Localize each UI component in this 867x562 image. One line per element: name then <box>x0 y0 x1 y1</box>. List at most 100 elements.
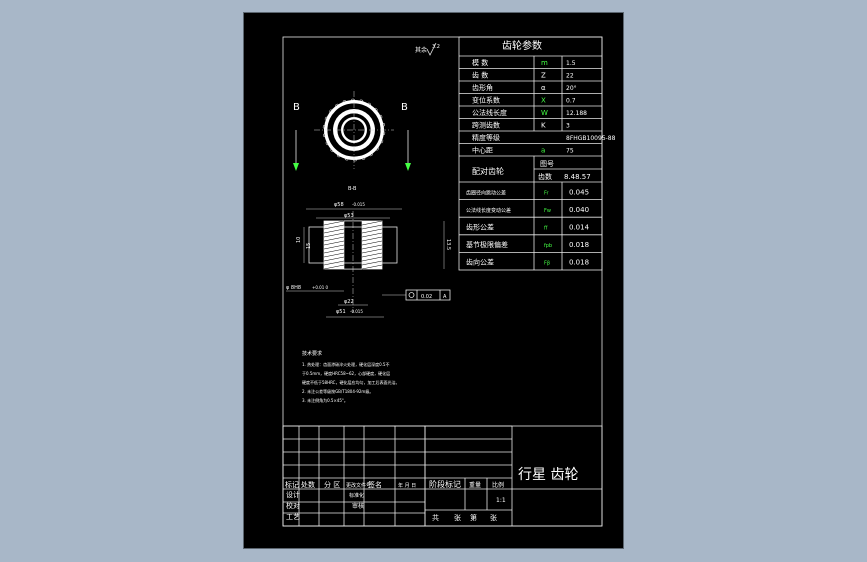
tol-name: 齿形公差 <box>466 223 494 232</box>
sheet-total-label: 共 <box>432 513 439 522</box>
hatch-line <box>323 240 345 246</box>
hatch-line <box>323 236 345 242</box>
tol-symbol: Fw <box>544 208 551 214</box>
dim-inner-dia: φ53 <box>344 213 354 219</box>
section-mark-left: B <box>293 102 300 113</box>
label-process: 工艺 <box>286 513 300 521</box>
dim-bore-label: φ 8H8 <box>286 285 301 291</box>
hatch-line <box>361 220 383 226</box>
tech-line-4: 2. 未注公差等级按GB/T1804-92m级。 <box>302 388 373 394</box>
tol-symbol: ff <box>544 226 548 232</box>
scale-value: 1:1 <box>496 497 506 504</box>
param-symbol: a <box>541 147 545 155</box>
drawing-sheet: 其余 3.2 B B B-B φ58 -0.015 φ53 13.5 10 15… <box>243 12 624 549</box>
tol-symbol: Fr <box>544 190 550 196</box>
dim-bottom-outer: φ51 <box>336 309 346 315</box>
hatch-line <box>361 240 383 246</box>
roughness-label: 其余 <box>415 46 427 54</box>
param-name: 跨测齿数 <box>472 121 500 130</box>
hatch-line <box>361 260 383 266</box>
tech-requirements: 技术要求 1. 热处理：齿面渗碳淬火处理，硬化层深度0.5不 于0.5mm，硬度… <box>302 350 399 403</box>
hatch-line <box>323 252 345 258</box>
runout-datum: A <box>443 294 447 300</box>
param-table-title: 齿轮参数 <box>502 39 542 52</box>
title-header: 分 区 <box>324 480 340 489</box>
tech-line-3: 硬度不低于58HRC，硬化层应均匀，加工后表面光洁。 <box>302 379 399 385</box>
title-header: 更改文件号 <box>346 482 371 489</box>
tol-value: 0.018 <box>569 241 589 249</box>
hatch-line <box>323 264 345 270</box>
tol-value: 0.018 <box>569 259 589 267</box>
title-header: 处数 <box>301 480 315 489</box>
tol-name: 齿圈径向跳动公差 <box>466 189 506 196</box>
hatch-line <box>323 220 345 226</box>
hatch-line <box>323 248 345 254</box>
hatch-line <box>361 236 383 242</box>
hatch-line <box>323 256 345 262</box>
tol-value: 0.014 <box>569 224 590 232</box>
param-value: 3 <box>566 123 570 130</box>
dim-bottom-tol: -0.015 <box>350 309 363 314</box>
tol-value: 0.040 <box>569 206 589 214</box>
drawing-border <box>282 36 603 527</box>
param-symbol: W <box>541 109 548 117</box>
mate-drawing-no: 图号 <box>540 160 554 168</box>
param-value: 0.7 <box>566 98 576 105</box>
title-block: 行星 齿轮 标记处数分 区更改文件号签名年 月 日 设计 校对 工艺 标准化 审… <box>282 425 603 527</box>
gear-teeth <box>322 98 386 162</box>
gear-top-view <box>314 91 394 169</box>
label-design: 设计 <box>286 490 300 499</box>
param-name: 精度等级 <box>472 133 500 142</box>
param-name: 公法线长度 <box>472 108 507 117</box>
param-name: 模 数 <box>472 58 488 67</box>
hatch-line <box>323 228 345 234</box>
label-check: 校对 <box>286 501 300 510</box>
hatch-line <box>323 244 345 250</box>
title-header: 年 月 日 <box>398 482 416 489</box>
param-symbol: Z <box>541 72 546 80</box>
hatch-line <box>361 224 383 230</box>
tol-value: 0.045 <box>569 188 589 196</box>
tol-symbol: fpb <box>544 243 552 249</box>
param-value: 20° <box>566 85 577 92</box>
title-grid <box>282 425 602 527</box>
mate-label: 配对齿轮 <box>472 166 504 176</box>
param-name: 变位系数 <box>472 96 500 105</box>
param-name: 齿形角 <box>472 83 493 92</box>
param-value: 12.188 <box>566 110 587 117</box>
tech-line-5: 3. 未注倒角为0.5×45°。 <box>302 397 348 403</box>
label-approve: 审核 <box>352 502 364 510</box>
runout-value: 0.02 <box>421 294 432 300</box>
tech-line-1: 1. 热处理：齿面渗碳淬火处理，硬化层深度0.5不 <box>302 361 389 367</box>
hatch-line <box>361 252 383 258</box>
hatch-line <box>361 244 383 250</box>
section-hatch-left <box>324 221 344 269</box>
hatch-line <box>361 256 383 262</box>
section-arrow-left <box>293 163 299 171</box>
runout-icon <box>408 292 415 298</box>
section-mark-right: B <box>401 102 408 113</box>
tech-line-2: 于0.5mm，硬度HRC58~62，心部硬度，硬化层 <box>302 370 390 376</box>
param-symbol: K <box>541 122 546 130</box>
dim-bottom-dia: φ22 <box>344 299 354 305</box>
param-value: 22 <box>566 73 574 80</box>
section-arrow-right <box>405 163 411 171</box>
hatch-line <box>361 248 383 254</box>
part-name: 行星 齿轮 <box>518 467 578 483</box>
tol-name: 齿向公差 <box>466 258 494 267</box>
dim-top-dia: φ58 <box>334 202 344 208</box>
param-value: 75 <box>566 148 574 155</box>
dim-left-small: 10 <box>296 237 302 243</box>
param-symbol: m <box>541 59 548 67</box>
roughness-symbol <box>426 42 437 56</box>
param-name: 中心距 <box>472 146 493 155</box>
stage-mark: 阶段标记 <box>429 479 461 489</box>
param-symbol: X <box>541 97 546 105</box>
hatch-line <box>361 228 383 234</box>
section-hub <box>308 226 398 264</box>
param-symbol: α <box>541 84 546 92</box>
sheet-num-unit: 张 <box>490 513 497 522</box>
